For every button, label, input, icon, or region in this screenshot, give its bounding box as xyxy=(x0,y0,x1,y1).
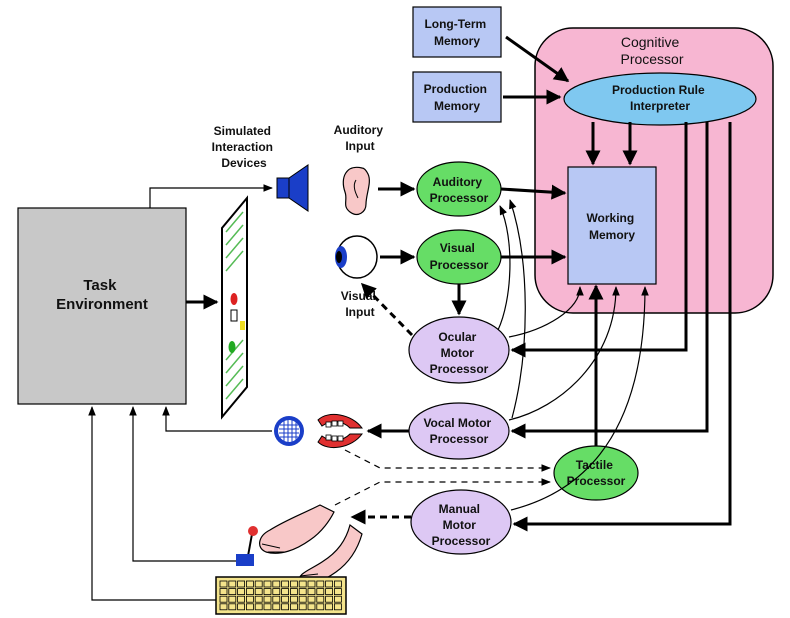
keyboard-key xyxy=(281,580,290,588)
ocular-motor-processor xyxy=(408,316,510,384)
keyboard-key xyxy=(307,603,316,611)
auditory-input-label: Auditory Input xyxy=(334,123,387,153)
eye-icon xyxy=(335,235,378,279)
keyboard-key xyxy=(298,588,307,595)
hands-icon xyxy=(259,504,363,585)
keyboard-key xyxy=(254,603,263,611)
keyboard-key xyxy=(289,580,298,588)
keyboard-key xyxy=(298,595,307,603)
long-term-memory-box xyxy=(412,6,502,58)
vocal-motor-processor xyxy=(408,402,510,460)
production-memory-label: Production Memory xyxy=(424,82,491,113)
visual-input-label: Visual Input xyxy=(341,289,379,319)
tactile-processor xyxy=(553,445,639,501)
keyboard-key xyxy=(263,603,272,611)
keyboard-key xyxy=(325,588,334,595)
keyboard-key xyxy=(333,595,342,603)
keyboard-key xyxy=(237,588,246,595)
keyboard-key xyxy=(245,603,254,611)
keyboard-key xyxy=(254,588,263,595)
manual-motor-processor xyxy=(410,489,512,555)
keyboard-key xyxy=(307,580,316,588)
keyboard-key xyxy=(333,580,342,588)
task-environment-box xyxy=(17,207,187,405)
keyboard-key xyxy=(272,588,281,595)
ear-icon xyxy=(342,166,370,216)
visual-processor-label: Visual Processor xyxy=(430,241,489,272)
keyboard-key xyxy=(325,580,334,588)
keyboard-key xyxy=(228,603,237,611)
keyboard-key xyxy=(333,603,342,611)
keyboard-key xyxy=(263,580,272,588)
task-environment-label: Task Environment xyxy=(56,277,148,313)
ocular-motor-processor-label: Ocular Motor Processor xyxy=(430,330,489,376)
keyboard-key xyxy=(281,595,290,603)
production-rule-interpreter xyxy=(563,72,757,126)
keyboard-key xyxy=(219,603,228,611)
keyboard-key xyxy=(333,588,342,595)
keyboard-key xyxy=(281,603,290,611)
keyboard-key xyxy=(307,588,316,595)
keyboard-key xyxy=(245,580,254,588)
keyboard-key xyxy=(289,603,298,611)
keyboard-key xyxy=(263,588,272,595)
keyboard-key xyxy=(245,588,254,595)
keyboard-key xyxy=(298,580,307,588)
vocal-motor-processor-label: Vocal Motor Processor xyxy=(423,416,494,446)
auditory-processor-label: Auditory Processor xyxy=(430,175,489,205)
keyboard-key xyxy=(281,588,290,595)
keyboard-key xyxy=(289,595,298,603)
keyboard-key xyxy=(237,603,246,611)
microphone-icon xyxy=(274,416,304,446)
keyboard-key xyxy=(228,595,237,603)
keyboard-key xyxy=(245,595,254,603)
keyboard-key xyxy=(237,580,246,588)
manual-motor-processor-label: Manual Motor Processor xyxy=(432,502,491,548)
keyboard-key xyxy=(272,580,281,588)
keyboard-key xyxy=(289,588,298,595)
keyboard-key xyxy=(272,595,281,603)
auditory-processor xyxy=(416,161,502,217)
keyboard-key xyxy=(316,580,325,588)
simulated-interaction-devices-label: Simulated Interaction Devices xyxy=(212,124,277,170)
production-memory-box xyxy=(412,71,502,123)
keyboard-key xyxy=(228,580,237,588)
keyboard-key xyxy=(254,595,263,603)
keyboard-key xyxy=(219,580,228,588)
keyboard-key xyxy=(316,603,325,611)
keyboard-key xyxy=(228,588,237,595)
keyboard-key xyxy=(325,603,334,611)
tactile-processor-label: Tactile Processor xyxy=(567,458,626,488)
connections xyxy=(88,35,732,601)
keyboard-key xyxy=(254,580,263,588)
keyboard-key xyxy=(219,588,228,595)
keyboard-key xyxy=(325,595,334,603)
keyboard-key xyxy=(263,595,272,603)
speaker-icon xyxy=(276,164,309,212)
long-term-memory-label: Long-Term Memory xyxy=(424,17,489,48)
mouth-icon xyxy=(317,413,363,449)
production-rule-interpreter-label: Production Rule Interpreter xyxy=(612,83,708,113)
keyboard-key xyxy=(237,595,246,603)
working-memory-box xyxy=(567,166,657,285)
visual-processor xyxy=(416,229,502,285)
keyboard-key xyxy=(272,603,281,611)
keyboard-key xyxy=(298,603,307,611)
joystick-icon xyxy=(236,526,258,566)
keyboard-key xyxy=(316,588,325,595)
keyboard-key xyxy=(219,595,228,603)
working-memory-label: Working Memory xyxy=(586,211,637,242)
display-screen-icon xyxy=(221,195,248,420)
cognitive-processor-label: Cognitive Processor xyxy=(620,34,683,67)
keyboard-key xyxy=(307,595,316,603)
keyboard-key xyxy=(316,595,325,603)
keyboard-icon xyxy=(215,576,347,615)
